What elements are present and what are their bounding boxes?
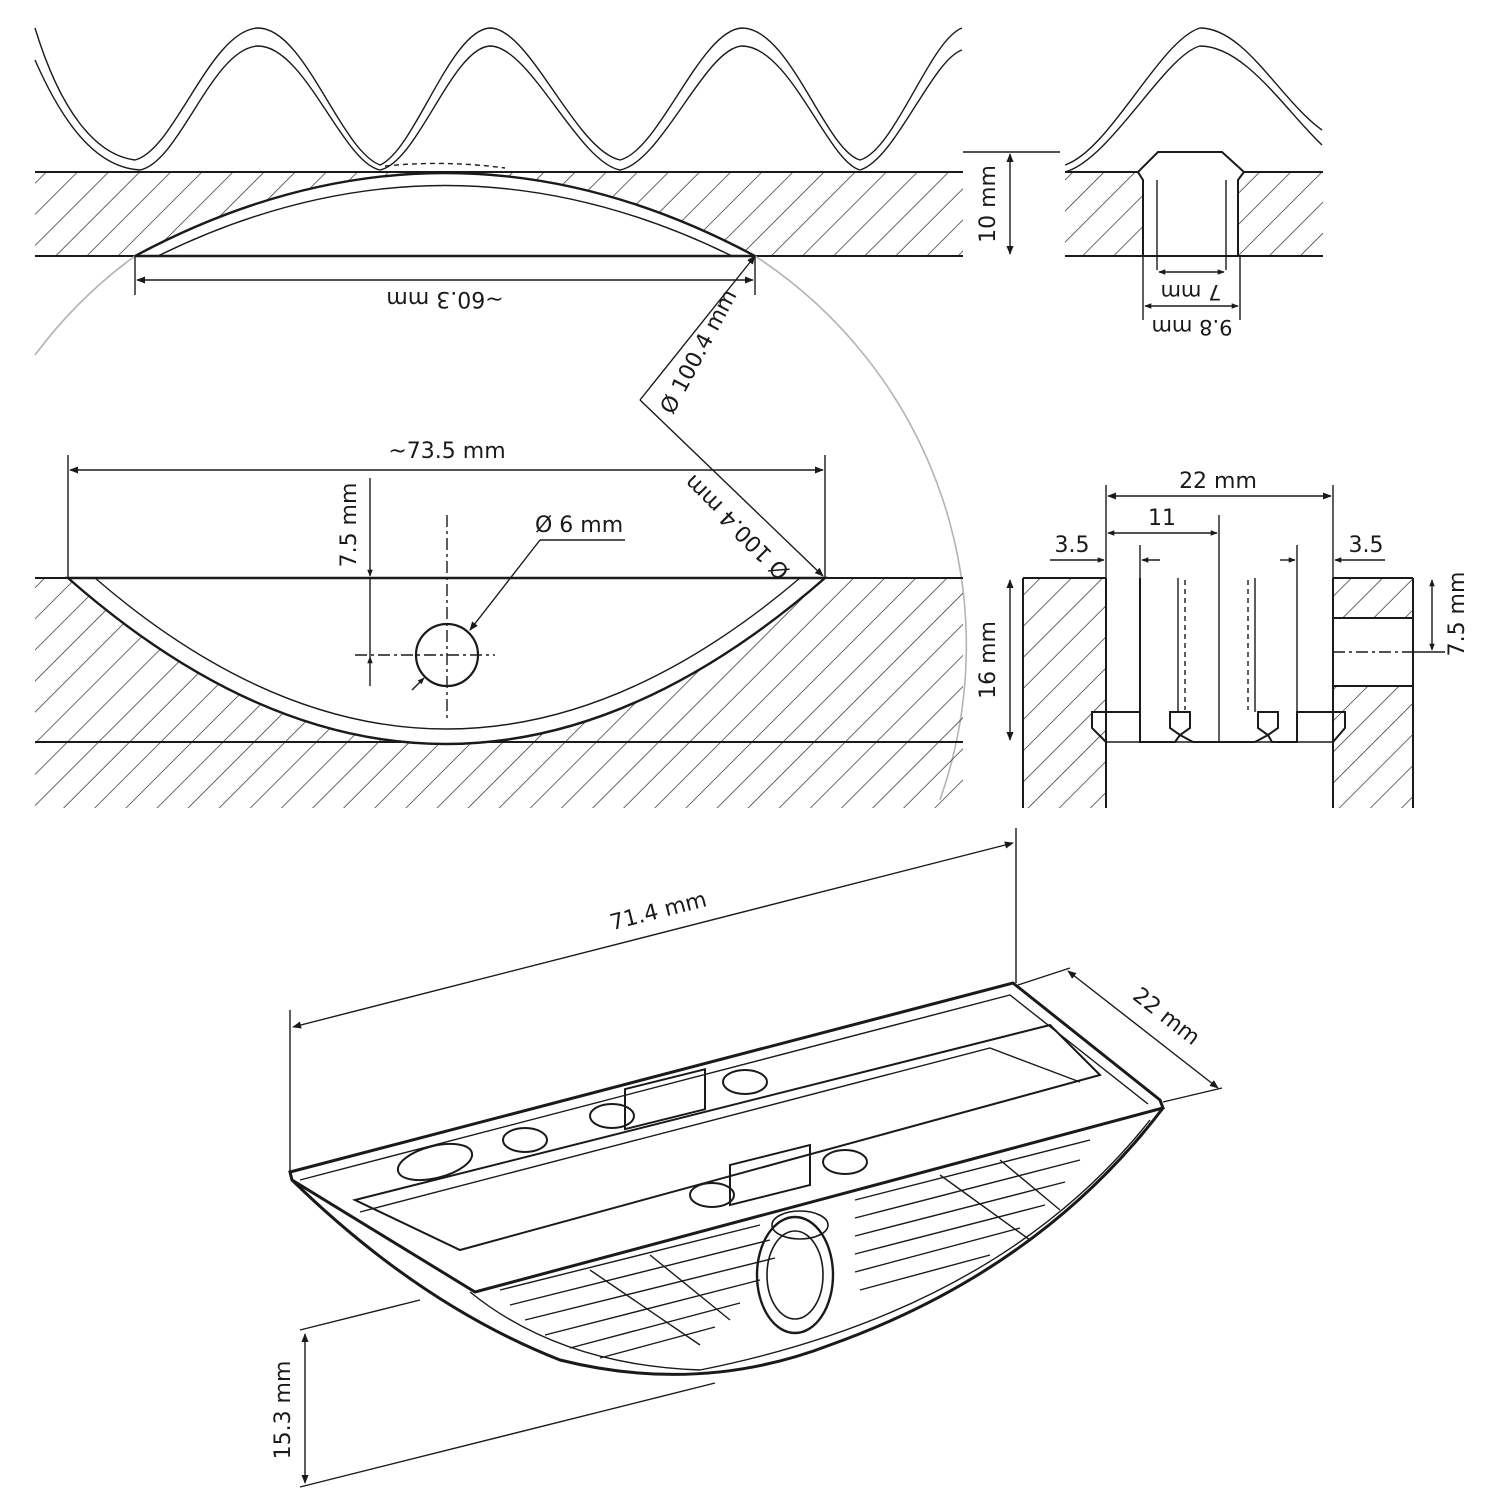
sec-biscuit-profile bbox=[1091, 578, 1346, 743]
isometric-view: 71.4 mm 22 mm 15.3 mm bbox=[271, 828, 1223, 1488]
dim-mid-radius: Ø 100.4 mm bbox=[680, 469, 795, 584]
iso-hole-2 bbox=[589, 1103, 635, 1129]
dim-sec-hole-offset: 7.5 mm bbox=[1445, 572, 1470, 657]
dim-top-radius: Ø 100.4 mm bbox=[656, 286, 742, 419]
wave-right-inner bbox=[1064, 45, 1323, 173]
slot-profile bbox=[1136, 151, 1246, 257]
iso-hole-5 bbox=[822, 1149, 868, 1175]
dim-mid-length: ~73.5 mm bbox=[388, 439, 505, 464]
wave-inner bbox=[34, 45, 963, 171]
dim-iso-length: 71.4 mm bbox=[607, 887, 709, 936]
dim-mid-hole-offset: 7.5 mm bbox=[337, 483, 362, 568]
iso-boss-inner bbox=[766, 1230, 824, 1320]
dim-mid-hole-diameter: Ø 6 mm bbox=[535, 513, 623, 538]
dim-iso-width: 22 mm bbox=[1128, 983, 1205, 1051]
iso-hole-3 bbox=[722, 1069, 768, 1095]
dim-sec-width: 22 mm bbox=[1179, 469, 1257, 494]
dim-mid-depth: 16 mm bbox=[976, 621, 1001, 699]
wave-outer bbox=[34, 27, 963, 166]
dim-slot-outer: 9.8 mm bbox=[1152, 315, 1233, 339]
iso-boss-outer bbox=[755, 1215, 835, 1335]
dim-top-depth: 10 mm bbox=[976, 165, 1001, 243]
sec-left-wall bbox=[1023, 578, 1106, 808]
wave-right-outer bbox=[1064, 27, 1323, 166]
iso-square-2 bbox=[729, 1143, 811, 1207]
iso-square-1 bbox=[624, 1067, 706, 1131]
iso-lens-cut bbox=[396, 1142, 474, 1182]
middle-view: ~73.5 mm 7.5 mm Ø 6 mm Ø 100.4 mm 16 mm bbox=[35, 399, 1470, 808]
dim-sec-edge-left: 3.5 bbox=[1055, 533, 1090, 558]
iso-hole-4 bbox=[689, 1182, 735, 1208]
iso-hole-1 bbox=[502, 1127, 548, 1153]
biscuit-lens bbox=[134, 171, 756, 258]
iso-curved-body bbox=[290, 1107, 1165, 1376]
dim-iso-height: 15.3 mm bbox=[271, 1361, 296, 1460]
iso-grille bbox=[499, 1139, 1091, 1359]
dim-sec-edge-right: 3.5 bbox=[1349, 533, 1384, 558]
dim-sec-half: 11 bbox=[1148, 506, 1176, 531]
dim-slot-inner: 7 mm bbox=[1161, 280, 1222, 304]
sec-right-wall bbox=[1333, 578, 1413, 808]
dim-top-length: ~60.3 mm bbox=[386, 286, 503, 311]
